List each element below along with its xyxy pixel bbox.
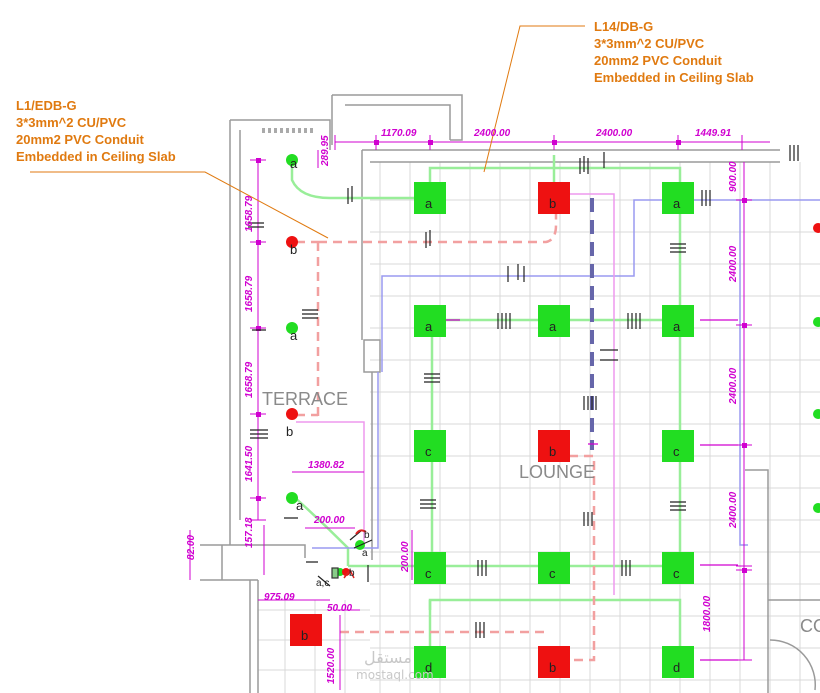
wall-light-label: b: [290, 242, 297, 257]
dim-1658-79-a: 1658.79: [244, 195, 255, 232]
dim-2400-top-1: 2400.00: [473, 128, 511, 139]
watermark-url: mostaql.com: [356, 668, 434, 682]
fixture-label: b: [549, 444, 556, 459]
dim-2400-right-2: 2400.00: [728, 367, 739, 405]
dim-1658-79-b: 1658.79: [244, 275, 255, 312]
dim-1800: 1800.00: [702, 595, 713, 632]
dim-900: 900.00: [728, 161, 739, 192]
dim-200-h: 200.00: [313, 515, 345, 526]
dim-82: 82.00: [186, 535, 197, 560]
fixture-labels: a b a a a a c b c c c c d b d b a b a b …: [286, 156, 681, 675]
dim-50: 50.00: [327, 603, 352, 614]
dimension-labels: 289.95 1170.09 2400.00 2400.00 1449.91 9…: [186, 128, 739, 684]
fixture-label: b: [301, 628, 308, 643]
wall-light-label: a: [290, 156, 298, 171]
dimension-lines: [189, 135, 770, 690]
switch-label: a: [362, 548, 368, 559]
wall-light-label: b: [286, 424, 293, 439]
fixture-label: c: [673, 566, 680, 581]
fixture-label: a: [425, 319, 433, 334]
fixture-label: a: [673, 319, 681, 334]
fixture-label: c: [425, 444, 432, 459]
callout-l14-cable: 3*3mm^2 CU/PVC: [594, 36, 705, 51]
switch-cluster: [306, 529, 373, 587]
wall-lights: [286, 154, 820, 576]
callout-l1-circuit: L1/EDB-G: [16, 98, 77, 113]
switch-label: a,c: [316, 578, 329, 589]
fixture-label: c: [549, 566, 556, 581]
dim-2400-right-3: 2400.00: [728, 491, 739, 529]
circuit-blue: [312, 199, 820, 549]
fixture-label: b: [549, 660, 556, 675]
dim-1658-79-c: 1658.79: [244, 361, 255, 398]
fixture-label: c: [425, 566, 432, 581]
callout-l14-note: Embedded in Ceiling Slab: [594, 70, 754, 85]
wall-light-label: a: [296, 498, 304, 513]
fixture-label: d: [425, 660, 432, 675]
dim-975-09: 975.09: [264, 592, 295, 603]
callout-l14-conduit: 20mm2 PVC Conduit: [594, 53, 722, 68]
dim-200-v: 200.00: [400, 541, 411, 573]
switch-label: b: [364, 530, 370, 541]
wall-vent-dots: [262, 128, 313, 133]
fixture-green-squares: [414, 182, 694, 678]
fixture-label: d: [673, 660, 680, 675]
dim-1170-09: 1170.09: [381, 128, 417, 139]
dim-1449-91: 1449.91: [695, 128, 732, 139]
callout-leaders: [30, 25, 585, 239]
walls: [200, 94, 820, 693]
fixture-label: a: [425, 196, 433, 211]
fixture-label: a: [673, 196, 681, 211]
dim-1520: 1520.00: [326, 647, 337, 684]
fixture-red-squares: [290, 182, 570, 678]
dim-1380-82: 1380.82: [308, 460, 345, 471]
callout-l1-edb-g: L1/EDB-G 3*3mm^2 CU/PVC 20mm2 PVC Condui…: [16, 97, 176, 165]
wall-light-label: a: [290, 328, 298, 343]
callout-l14-circuit: L14/DB-G: [594, 19, 654, 34]
switch-leaders: [444, 319, 738, 661]
circuit-pink-dashed: [296, 200, 596, 662]
dimension-ticks: [256, 140, 747, 573]
callout-l1-note: Embedded in Ceiling Slab: [16, 149, 176, 164]
dim-2400-right-1: 2400.00: [728, 245, 739, 283]
dim-2400-top-2: 2400.00: [595, 128, 633, 139]
dim-1641-50: 1641.50: [244, 445, 255, 482]
fixture-label: b: [549, 196, 556, 211]
callout-l1-cable: 3*3mm^2 CU/PVC: [16, 115, 127, 130]
room-label-lounge: LOUNGE: [519, 462, 595, 482]
fixture-label: a: [549, 319, 557, 334]
dim-289-95: 289.95: [320, 135, 331, 167]
dim-157-18: 157.18: [244, 517, 255, 548]
callout-l14-db-g: L14/DB-G 3*3mm^2 CU/PVC 20mm2 PVC Condui…: [594, 18, 754, 86]
room-label-terrace: TERRACE: [262, 389, 348, 409]
circuit-magenta: [296, 193, 615, 595]
watermark-arabic: مستقل: [364, 648, 412, 667]
callout-l1-conduit: 20mm2 PVC Conduit: [16, 132, 144, 147]
switch-label: b: [349, 568, 355, 579]
wire-count-ticks: [248, 145, 799, 638]
fixture-label: c: [673, 444, 680, 459]
room-label-partial: CO: [800, 616, 820, 636]
